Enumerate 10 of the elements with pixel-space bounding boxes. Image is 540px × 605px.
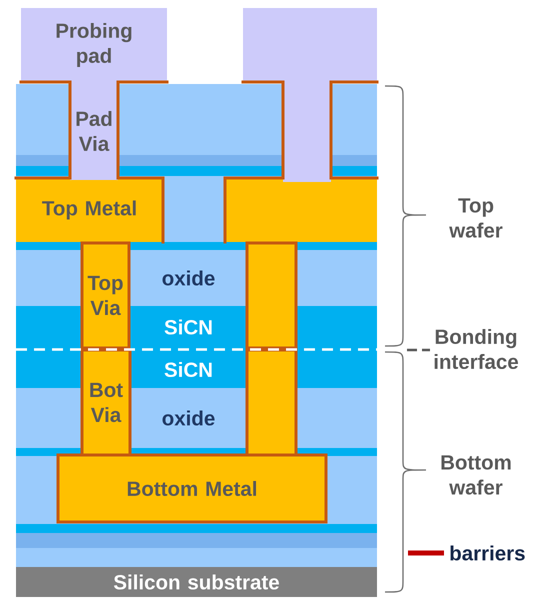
legend-label: barriers [450,545,525,561]
metal-block: Top Metal [14,176,164,244]
substrate: Silicon substrate [16,567,377,597]
pad-via: Pad Via [68,80,120,180]
metal-block [224,176,378,244]
bracket-label: Bottom wafer [442,455,511,495]
node-label: Pad Via [76,110,112,152]
bracket-label: Top wafer [449,198,502,238]
bracket-label: Bonding interface [434,328,518,370]
pad-via [282,80,332,182]
